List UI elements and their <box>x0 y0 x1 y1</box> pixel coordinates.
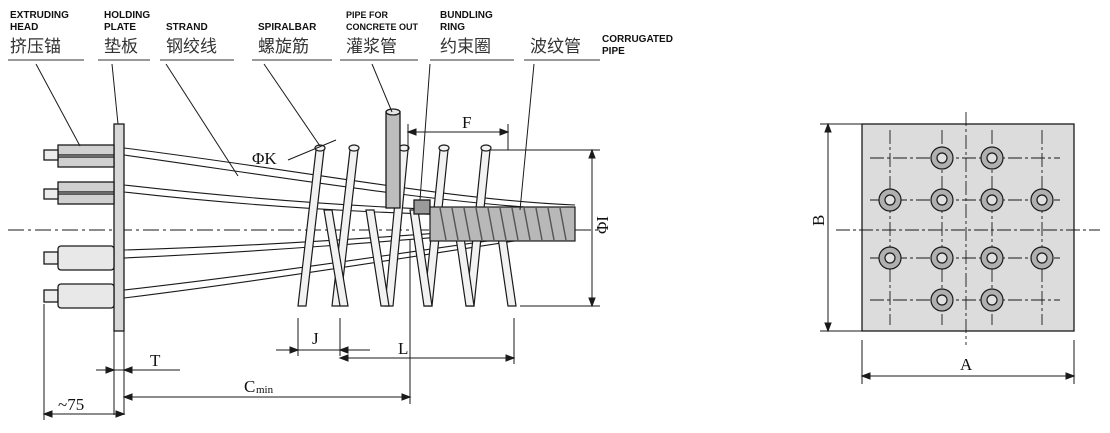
label-pipe-en2: CONCRETE OUT <box>346 22 419 32</box>
label-extruding-zh: 挤压锚 <box>10 37 61 57</box>
side-view <box>8 63 600 420</box>
bundling-ring <box>413 199 431 215</box>
strand-tails <box>43 149 59 303</box>
anchor-holes <box>878 146 1054 312</box>
label-extruding-en1: EXTRUDING <box>10 10 69 21</box>
label-strand-zh: 钢绞线 <box>166 37 217 57</box>
front-view <box>820 112 1100 384</box>
label-corrugated-en1: CORRUGATED <box>602 34 673 45</box>
label-pipe-zh: 灌浆管 <box>346 37 397 57</box>
dim-a-label: A <box>960 355 973 374</box>
label-bundling-en2: RING <box>440 22 465 33</box>
dim-c-label: C <box>244 377 255 396</box>
dim-t-label: T <box>150 351 161 370</box>
label-spiral-zh: 螺旋筋 <box>258 37 309 57</box>
dim-phi-i <box>490 148 600 308</box>
label-strand-en: STRAND <box>166 22 208 33</box>
dim-b-label: B <box>809 215 828 226</box>
label-holding-zh: 垫板 <box>104 37 138 57</box>
label-corrugated-zh: 波纹管 <box>530 37 581 57</box>
dim-l <box>338 318 516 364</box>
label-corrugated-en2: PIPE <box>602 46 625 57</box>
label-holding-en1: HOLDING <box>104 10 150 21</box>
label-spiral-en: SPIRALBAR <box>258 22 317 33</box>
extruding-heads-upper <box>57 144 115 205</box>
grout-pipe <box>385 111 401 209</box>
dim-c-sub-label: min <box>256 384 274 396</box>
label-extruding-en2: HEAD <box>10 22 38 33</box>
dim-a <box>860 340 1076 384</box>
label-holding-en2: PLATE <box>104 22 136 33</box>
dim-j-label: J <box>312 329 319 348</box>
dim-t <box>96 366 180 374</box>
dim-b <box>820 122 862 333</box>
label-pipe-en1: PIPE FOR <box>346 10 389 20</box>
dim-phi-k-label: ΦK <box>252 149 277 168</box>
dim-f-label: F <box>462 113 471 132</box>
side-labels: EXTRUDING HEAD 挤压锚 HOLDING PLATE 垫板 STRA… <box>8 10 673 414</box>
label-bundling-en1: BUNDLING <box>440 10 493 21</box>
dim-c-min <box>122 393 412 401</box>
dim-75-label: ~75 <box>58 395 84 414</box>
dim-j <box>276 318 370 356</box>
corrugated-pipe <box>429 206 576 242</box>
dim-phi-i-label: ΦI <box>593 216 612 234</box>
dim-l-label: L <box>398 339 408 358</box>
plate-front <box>861 123 1075 332</box>
dim-75 <box>42 410 126 418</box>
extruding-heads-lower <box>57 245 115 309</box>
dim-f <box>406 124 510 150</box>
holding-plate <box>113 123 125 332</box>
label-bundling-zh: 约束圈 <box>440 37 491 57</box>
